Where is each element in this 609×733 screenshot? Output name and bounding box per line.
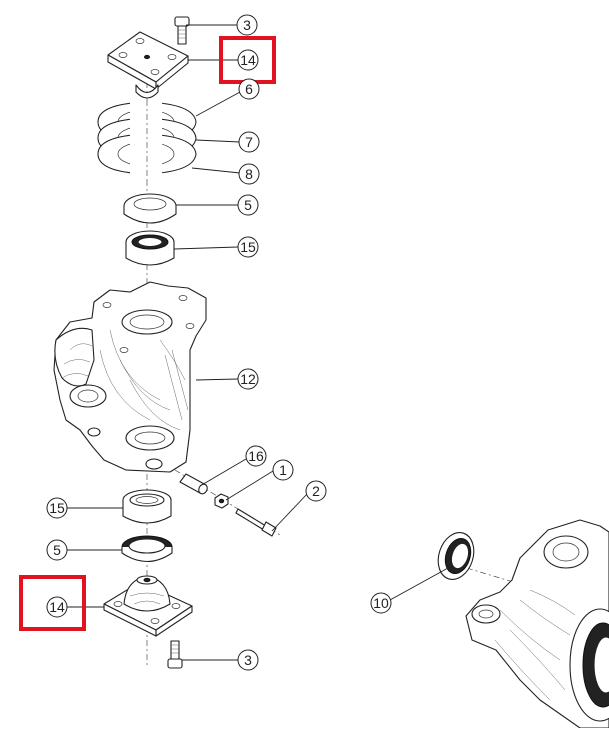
callout-6: 6 (238, 78, 260, 100)
callout-label: 15 (49, 500, 65, 516)
callout-label: 5 (244, 197, 252, 213)
callout-10: 10 (370, 592, 392, 614)
bearing-top (125, 230, 175, 266)
callout-label: 12 (240, 371, 256, 387)
callout-16: 16 (245, 445, 267, 467)
callout-3-top: 3 (236, 14, 258, 36)
callout-label: 3 (244, 652, 252, 668)
callout-label: 5 (53, 542, 61, 558)
callout-label: 16 (248, 448, 264, 464)
callout-15-top: 15 (237, 236, 259, 258)
callout-2: 2 (305, 480, 327, 502)
callout-5-bottom: 5 (46, 539, 68, 561)
callout-5-top: 5 (237, 194, 259, 216)
cap-plate-top (107, 31, 189, 99)
sleeve (179, 473, 208, 495)
bolt-top (174, 16, 190, 45)
callout-label: 10 (373, 595, 389, 611)
callout-label: 15 (240, 239, 256, 255)
callout-3-bottom: 3 (237, 649, 259, 671)
oil-seal (437, 532, 475, 580)
assembled-knuckle (465, 519, 609, 729)
leader-lines (66, 24, 449, 661)
bearing-bottom (122, 489, 172, 524)
callout-14-bottom: 14 (19, 575, 86, 631)
bolt-bottom (167, 640, 183, 669)
ball-joint-plate-bottom (103, 575, 193, 637)
callout-label: 8 (245, 166, 253, 182)
callout-15-bottom: 15 (46, 497, 68, 519)
callout-label: 1 (279, 462, 287, 478)
callout-1: 1 (272, 459, 294, 481)
callout-label: 7 (245, 134, 253, 150)
callout-label: 14 (49, 599, 65, 615)
seal-ring-top (123, 193, 177, 224)
nut (214, 493, 229, 509)
callout-7: 7 (238, 131, 260, 153)
shim-stack (97, 100, 197, 180)
callout-label: 6 (245, 81, 253, 97)
callout-8: 8 (238, 163, 260, 185)
long-bolt (235, 508, 277, 537)
seal-ring-bottom (121, 535, 173, 563)
callout-label: 14 (240, 52, 256, 68)
callout-label: 2 (312, 483, 320, 499)
callout-label: 3 (243, 17, 251, 33)
callout-12: 12 (237, 368, 259, 390)
highlight-box (19, 575, 86, 631)
knuckle-housing (53, 281, 207, 473)
